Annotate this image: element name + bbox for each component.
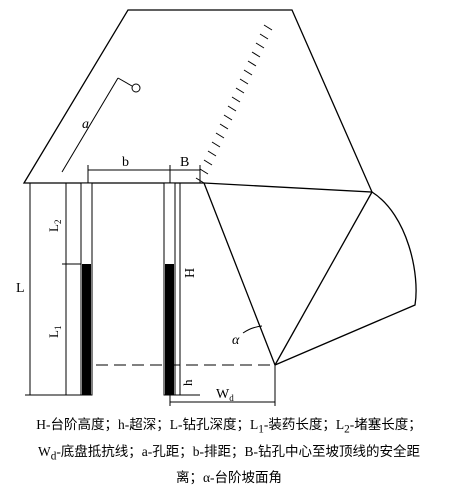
borehole-1-charge: [82, 264, 91, 395]
bench-top-surface: [22, 9, 374, 193]
label-h: h: [180, 379, 195, 386]
label-B: B: [180, 155, 189, 170]
alpha-angle-arc: [242, 325, 263, 334]
caption-line-2: Wd-底盘抵抗线；a-孔距；b-排距；B-钻孔中心至坡顶线的安全距: [37, 443, 421, 463]
figure-caption: H-台阶高度；h-超深；L-钻孔深度；L1-装药长度；L2-堵塞长度； Wd-底…: [8, 414, 450, 488]
label-L1: L1: [46, 326, 63, 338]
caption-line-1: H-台阶高度；h-超深；L-钻孔深度；L1-装药长度；L2-堵塞长度；: [36, 417, 422, 436]
label-L: L: [16, 281, 25, 296]
slope-face-line: [203, 182, 276, 366]
label-alpha: α: [232, 333, 240, 348]
label-H: H: [183, 268, 198, 278]
a-tick: [117, 77, 133, 87]
borehole-2-charge: [165, 264, 174, 395]
crest-hatching: [195, 24, 273, 184]
label-L2: L2: [46, 220, 63, 232]
slope-back-edge: [274, 191, 373, 366]
muck-pile-arc: [274, 191, 417, 366]
label-b: b: [122, 155, 129, 170]
label-Wd: Wd: [216, 387, 234, 403]
label-a: a: [82, 117, 89, 132]
borehole-marker: [131, 83, 141, 93]
caption-line-3: 离；α-台阶坡面角: [175, 470, 283, 486]
a-dimension-line: [61, 77, 119, 173]
bench-blasting-diagram: a b B L L2 L1 H h Wd α: [16, 9, 417, 406]
